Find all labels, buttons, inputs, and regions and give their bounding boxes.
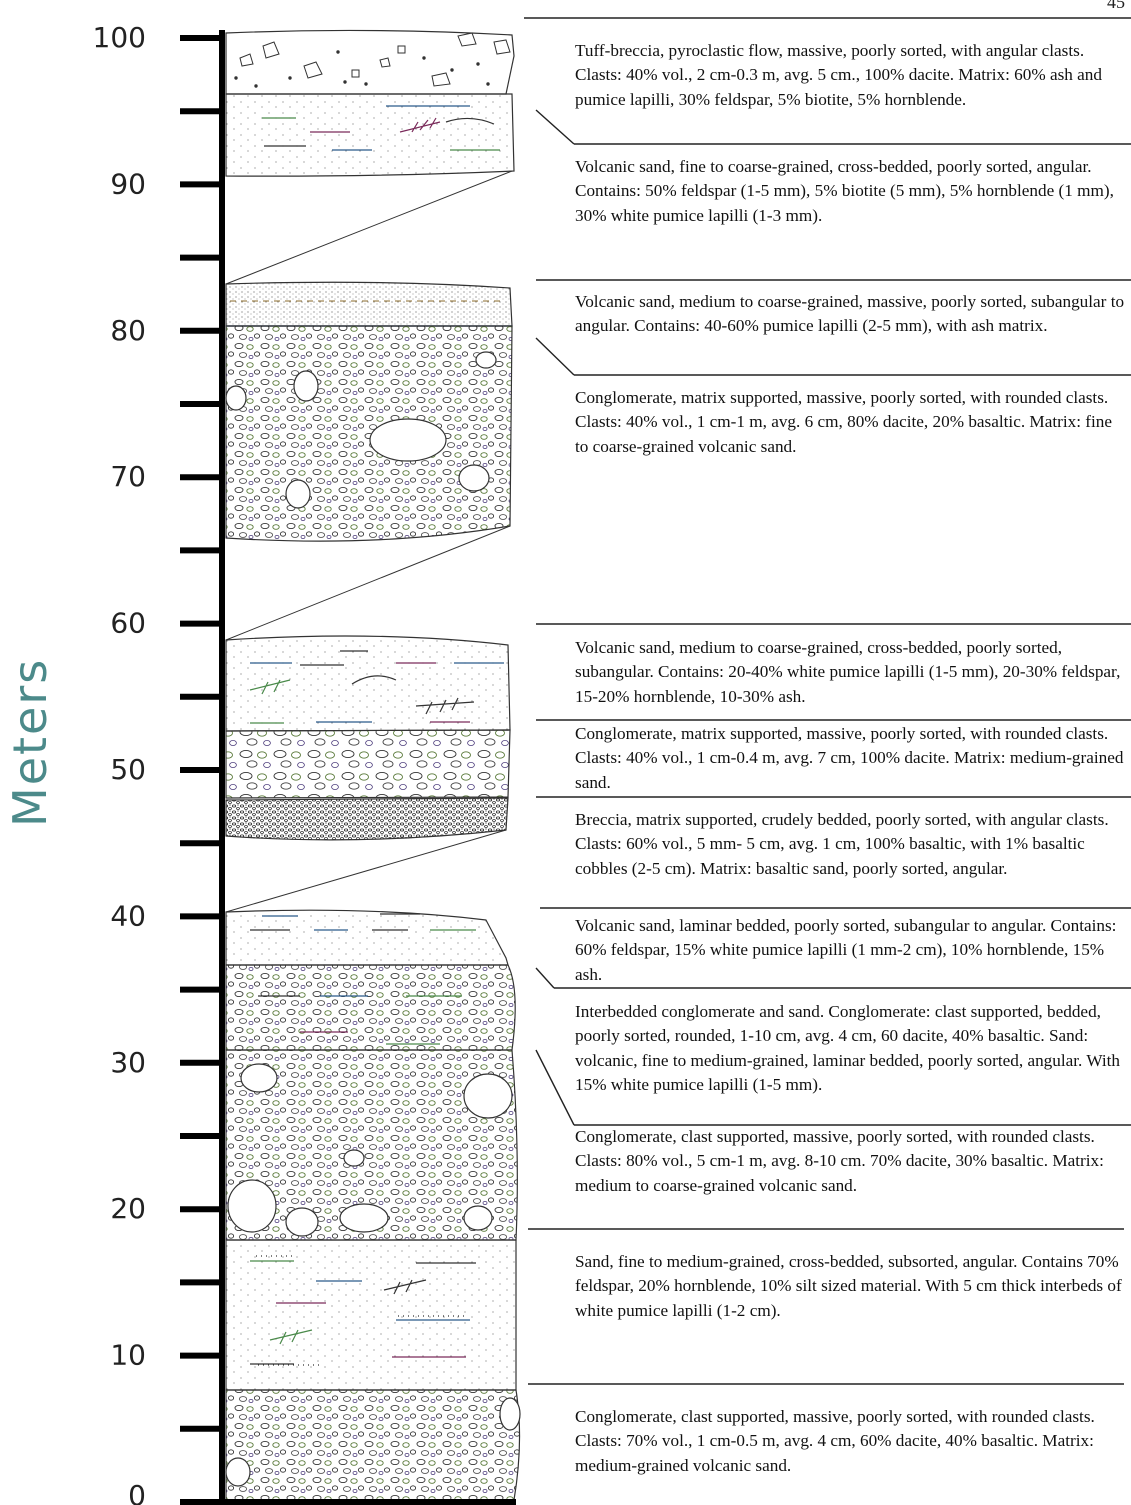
unit-volcanic-sand-fine-to-coarse [225, 93, 515, 177]
unit-tuff-breccia [225, 29, 515, 95]
crossbed-marks-2 [249, 650, 504, 724]
unit-volcanic-sand-medium-crossbedded [225, 635, 511, 732]
tick-label: 70 [110, 460, 146, 493]
tick-label: 90 [110, 167, 146, 200]
tick-label: 20 [110, 1192, 146, 1225]
crossbed-marks-3 [250, 1255, 476, 1366]
unit-description-volcanic-sand-medium-crossbedded: Volcanic sand, medium to coarse-grained,… [575, 638, 1121, 706]
tuff-clasts [234, 32, 511, 88]
tick-label: 100 [93, 21, 146, 54]
axis-title: Meters [3, 657, 57, 827]
unit-description-sand-cross-bedded: Sand, fine to medium-grained, cross-bedd… [575, 1252, 1122, 1320]
interbed-sand-lines [258, 995, 462, 1045]
unit-conglomerate-basal [225, 1389, 521, 1501]
unit-volcanic-sand-laminar [225, 909, 509, 966]
unit-description-breccia: Breccia, matrix supported, crudely bedde… [575, 810, 1109, 878]
boulders-2 [227, 1063, 513, 1237]
unit-description-tuff-breccia: Tuff-breccia, pyroclastic flow, massive,… [575, 41, 1102, 109]
unit-conglomerate-7cm [225, 729, 511, 799]
unit-description-volcanic-sand-medium-massive: Volcanic sand, medium to coarse-grained,… [575, 292, 1125, 336]
boulders [225, 351, 497, 509]
unit-description-conglomerate-6cm: Conglomerate, matrix supported, massive,… [575, 388, 1112, 456]
unit-conglomerate-6cm [225, 325, 513, 542]
description-dividers [524, 17, 1131, 1385]
unconformity-lines [225, 170, 513, 913]
unit-volcanic-sand-medium-massive [225, 281, 513, 327]
laminae [250, 913, 476, 931]
tick-label: 80 [110, 314, 146, 347]
page-number: 45 [1107, 0, 1125, 12]
unit-description-volcanic-sand-fine-to-coarse: Volcanic sand, fine to coarse-grained, c… [575, 157, 1114, 225]
unit-description-conglomerate-8-10cm: Conglomerate, clast supported, massive, … [575, 1127, 1104, 1195]
tick-label: 40 [110, 899, 146, 932]
unit-description-volcanic-sand-laminar: Volcanic sand, laminar bedded, poorly so… [575, 916, 1117, 984]
column-units [225, 29, 521, 1501]
boulders-3 [225, 1397, 521, 1487]
unit-interbedded [225, 964, 516, 1051]
unit-description-conglomerate-7cm: Conglomerate, matrix supported, massive,… [575, 724, 1124, 792]
tick-label: 0 [128, 1479, 146, 1505]
tick-label: 30 [110, 1046, 146, 1079]
unit-description-interbedded: Interbedded conglomerate and sand. Congl… [575, 1002, 1121, 1094]
unit-description-conglomerate-basal: Conglomerate, clast supported, massive, … [575, 1407, 1095, 1475]
tick-label: 60 [110, 607, 146, 640]
tick-label: 50 [110, 753, 146, 786]
unit-conglomerate-8-10cm [225, 1049, 518, 1241]
crossbed-marks [262, 105, 500, 151]
tick-label: 10 [110, 1339, 146, 1372]
unit-breccia [225, 797, 509, 841]
